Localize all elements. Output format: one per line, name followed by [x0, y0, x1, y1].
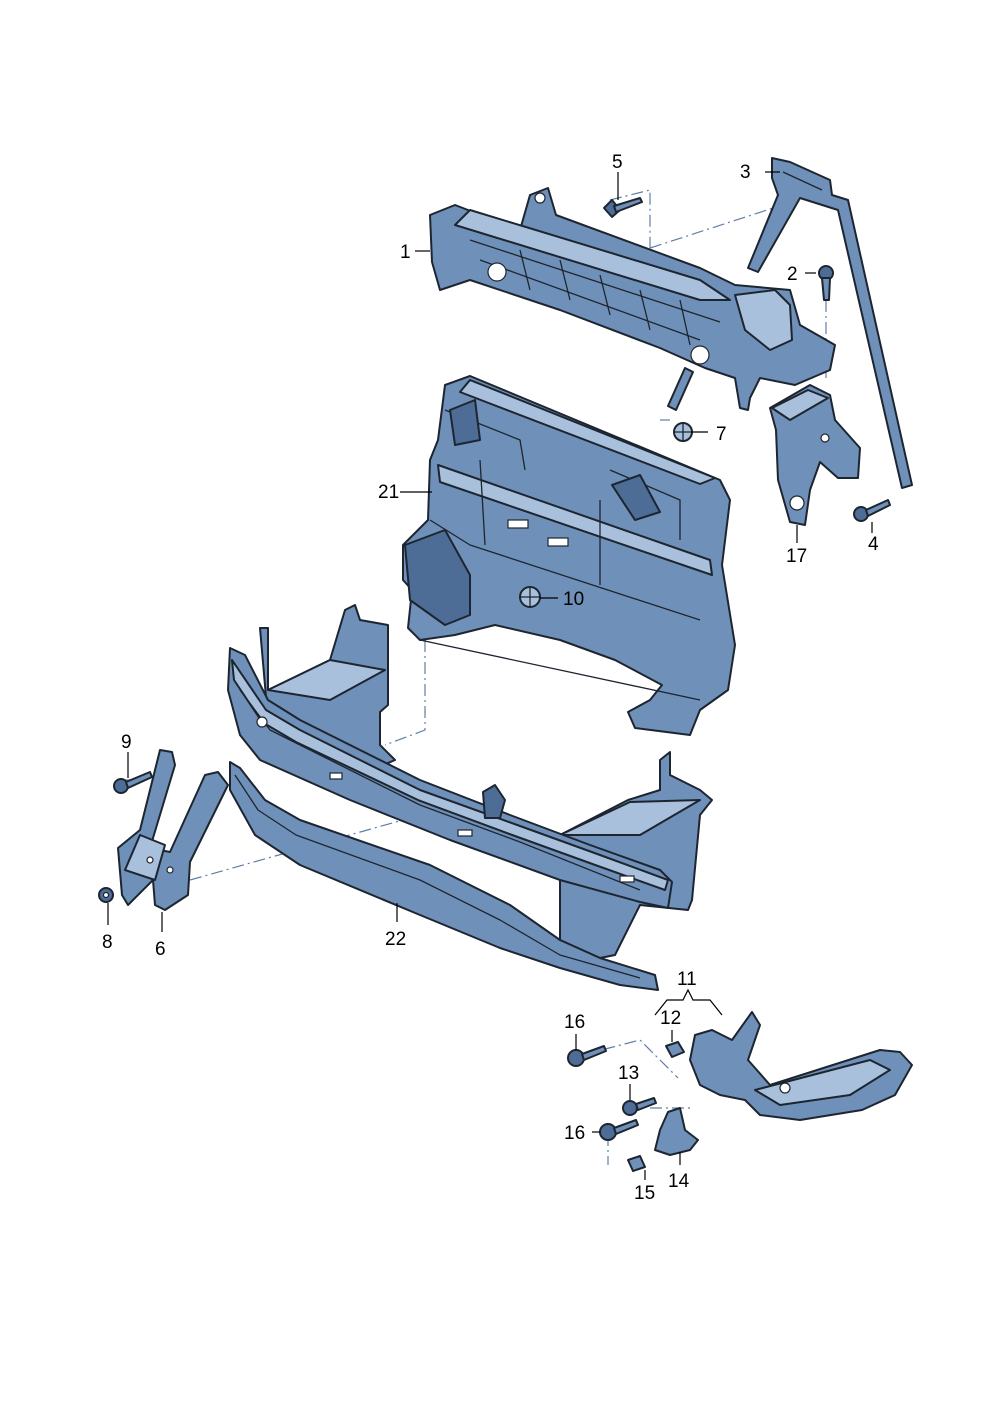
part-14-bracket — [654, 1107, 699, 1156]
callout-10: 10 — [563, 589, 584, 610]
callout-21: 21 — [378, 482, 399, 503]
part-1-lock-carrier-upper — [429, 187, 836, 411]
callout-16-upper: 16 — [564, 1012, 585, 1033]
part-6-side-bracket — [117, 749, 229, 911]
leader-lines — [107, 171, 873, 1180]
callout-5: 5 — [612, 152, 623, 173]
part-22-bumper-carrier — [227, 604, 713, 991]
part-13-bolt — [622, 1097, 657, 1116]
callout-12: 12 — [660, 1008, 681, 1029]
callout-4: 4 — [868, 534, 879, 555]
callout-14: 14 — [668, 1171, 690, 1192]
callout-7: 7 — [716, 424, 727, 445]
callout-1: 1 — [400, 242, 411, 263]
callout-16-lower: 16 — [564, 1123, 585, 1144]
callout-6: 6 — [155, 939, 166, 960]
part-9-bolt — [113, 771, 153, 794]
part-21-air-guide — [402, 375, 736, 736]
callout-15: 15 — [634, 1183, 655, 1204]
callout-3: 3 — [740, 162, 751, 183]
part-7-clip — [673, 422, 693, 442]
callout-22: 22 — [385, 929, 406, 950]
part-2-bolt — [818, 265, 834, 301]
callout-13: 13 — [618, 1063, 639, 1084]
part-5-bolt — [603, 197, 643, 218]
part-10-clip — [519, 586, 541, 608]
callout-11: 11 — [677, 969, 697, 990]
callout-17: 17 — [786, 546, 807, 567]
part-16-bolt-lower — [599, 1119, 639, 1141]
part-17-bracket — [769, 384, 861, 526]
callout-8: 8 — [102, 932, 113, 953]
part-12-clip-nut — [665, 1041, 685, 1058]
part-16-bolt-upper — [567, 1045, 607, 1067]
part-15-clip-nut — [627, 1155, 646, 1172]
callout-2: 2 — [787, 264, 798, 285]
part-4-bolt — [853, 499, 891, 522]
part-8-nut — [98, 887, 114, 903]
part-11-lower-bracket — [689, 1011, 913, 1121]
part-3-brace — [747, 157, 913, 489]
callout-labels: 5 3 1 2 7 21 17 4 10 9 8 6 22 11 16 12 1… — [102, 152, 879, 1204]
callout-9: 9 — [121, 732, 132, 753]
